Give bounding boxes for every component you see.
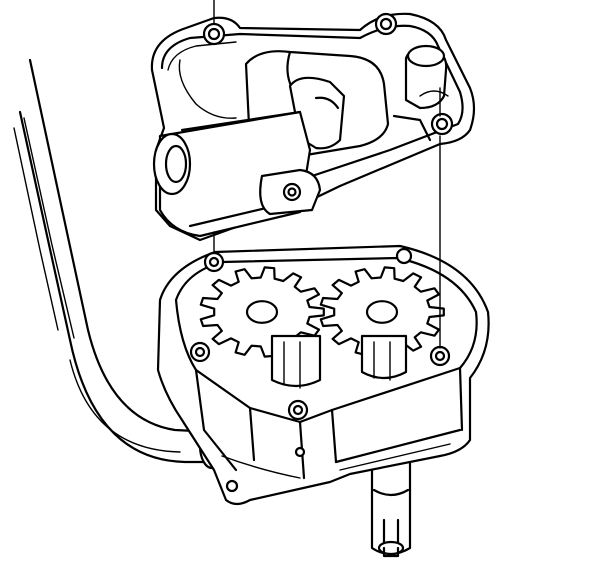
bolt-hole-left	[189, 341, 211, 363]
bolt-hole-rear-left	[203, 251, 225, 273]
gear-shafts	[270, 334, 408, 389]
bolt-hole-front	[287, 399, 309, 421]
driven-gear-hub	[365, 300, 399, 324]
cover-bolt-hole-left	[202, 22, 226, 46]
alignment-lines	[213, 0, 441, 349]
gear-set	[199, 266, 445, 358]
cover-bolt-hole-top	[374, 12, 398, 36]
drive-gear-hub	[245, 300, 279, 324]
outlet-port	[152, 132, 192, 196]
cover-bolt-hole-right	[430, 112, 454, 136]
drive-shaft	[370, 460, 412, 558]
pump-cover	[150, 12, 476, 242]
bolt-hole-right	[429, 345, 451, 367]
driven-gear	[319, 266, 445, 358]
